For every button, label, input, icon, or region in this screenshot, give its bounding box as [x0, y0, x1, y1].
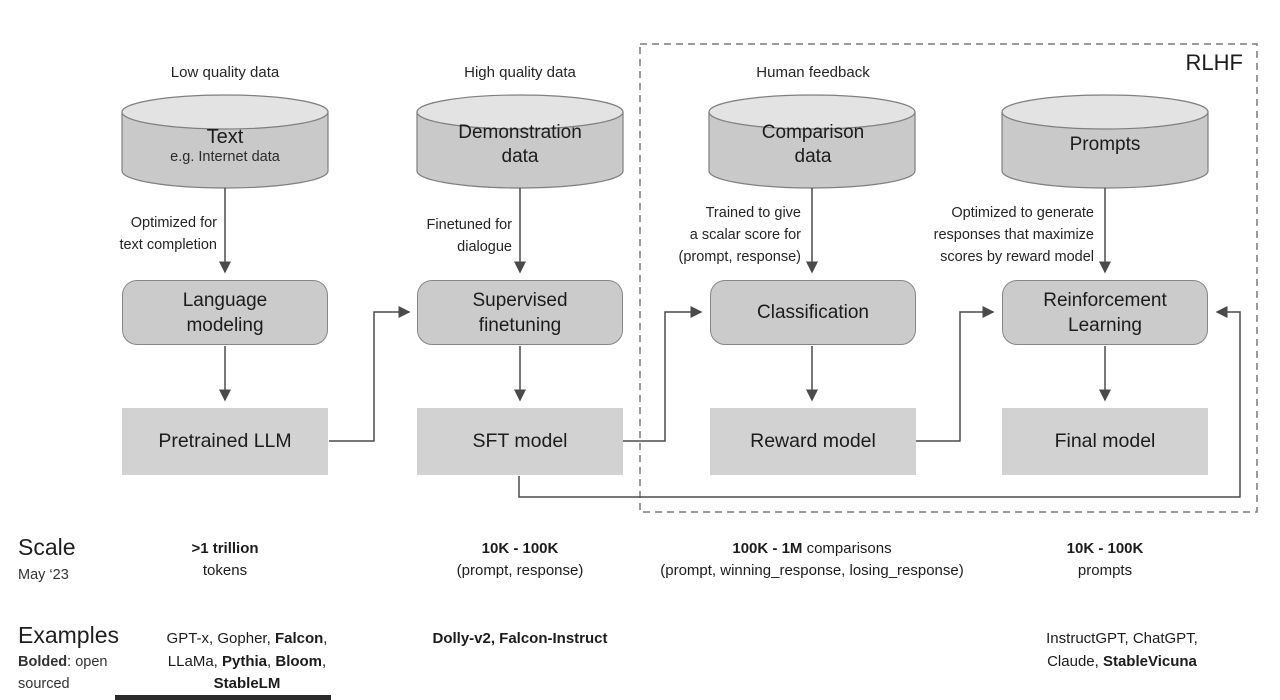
- col3-model-box: Reward model: [710, 408, 916, 475]
- examples-col2-line: Dolly-v2, Falcon-Instruct: [432, 630, 608, 647]
- sft-to-classification-connector: [620, 306, 703, 442]
- col2-cylinder-title: Demonstration data: [458, 122, 582, 167]
- col2-model-box: SFT model: [417, 408, 623, 475]
- scale-row-label: Scale: [18, 534, 76, 560]
- col4-arrow-note: Optimized to generate responses that max…: [933, 205, 1094, 265]
- scale-col2-amount: 10K - 100K: [481, 540, 559, 557]
- examples-col4-line: InstructGPT, ChatGPT,: [1046, 630, 1198, 647]
- col2-process-label: Supervised finetuning: [472, 289, 568, 336]
- examples-col4-line: Claude, StableVicuna: [1047, 652, 1197, 670]
- pretrained-to-sft-connector: [329, 306, 411, 442]
- scale-col1-amount: >1 trillion: [191, 540, 259, 557]
- col4-database-cylinder-icon: [1001, 94, 1209, 189]
- examples-col1-line: LLaMa, Pythia, Bloom,: [167, 652, 327, 670]
- col2-cylinder-label: Demonstration data: [417, 117, 623, 173]
- col1-data-quality-label: Low quality data: [170, 64, 280, 81]
- col1-cylinder-label: Text e.g. Internet data: [122, 117, 328, 173]
- scale-col4-amount: 10K - 100K: [1066, 540, 1144, 557]
- sft-to-rl-bottom-connector: [518, 306, 1241, 498]
- col2-process-box: Supervised finetuning: [417, 280, 623, 345]
- examples-col4: InstructGPT, ChatGPT, Claude, StableVicu…: [1012, 628, 1232, 673]
- examples-row-label: Examples: [18, 622, 119, 648]
- scale-col3-unit: (prompt, winning_response, losing_respon…: [660, 562, 964, 579]
- scale-col4-unit: prompts: [1077, 562, 1133, 579]
- scale-col1-unit: tokens: [202, 562, 248, 579]
- scale-col1: >1 trillion tokens: [122, 538, 328, 582]
- col1-cylinder-subtitle: e.g. Internet data: [170, 149, 280, 165]
- col2-data-quality-label: High quality data: [464, 64, 576, 81]
- rlhf-box-label: RLHF: [1185, 50, 1243, 75]
- col1-model-box: Pretrained LLM: [122, 408, 328, 475]
- col2-arrow-note: Finetuned for dialogue: [426, 217, 512, 255]
- col4-cylinder-title: Prompts: [1069, 134, 1141, 155]
- scale-col3-amount: 100K - 1M comparisons: [732, 540, 892, 557]
- col4-process-box: Reinforcement Learning: [1002, 280, 1208, 345]
- scale-col3: 100K - 1M comparisons (prompt, winning_r…: [627, 538, 997, 582]
- col3-cylinder-title: Comparison data: [761, 122, 865, 167]
- col3-cylinder-label: Comparison data: [710, 117, 916, 173]
- col1-model-label: Pretrained LLM: [158, 430, 292, 452]
- col4-cylinder-label: Prompts: [1002, 117, 1208, 173]
- examples-col1-line: GPT-x, Gopher, Falcon,: [166, 630, 328, 647]
- col3-arrow-note: Trained to give a scalar score for (prom…: [678, 205, 802, 265]
- col3-process-box: Classification: [710, 280, 916, 345]
- reward-to-rl-connector: [913, 306, 995, 442]
- col1-cylinder-title: Text: [206, 126, 244, 148]
- bottom-edge-cutoff-bar: [115, 695, 331, 700]
- scale-col4: 10K - 100K prompts: [1002, 538, 1208, 582]
- col3-data-quality-label: Human feedback: [756, 64, 870, 81]
- scale-col2-unit: (prompt, response): [456, 562, 584, 579]
- stage-connectors: [329, 306, 1241, 498]
- col1-arrow-note: Optimized for text completion: [119, 215, 217, 253]
- col1-process-box: Language modeling: [122, 280, 328, 345]
- col2-database-cylinder-icon: [416, 94, 624, 189]
- process-to-model-arrows: [219, 346, 1111, 402]
- col4-model-label: Final model: [1054, 430, 1156, 452]
- col3-process-label: Classification: [757, 302, 869, 323]
- scale-row-date: May ‘23: [18, 567, 69, 583]
- col3-database-cylinder-icon: [708, 94, 916, 189]
- rlhf-dashed-box: [639, 43, 1258, 513]
- col4-model-box: Final model: [1002, 408, 1208, 475]
- col1-database-cylinder-icon: [121, 94, 329, 189]
- examples-col2: Dolly-v2, Falcon-Instruct: [395, 628, 645, 651]
- examples-col1: GPT-x, Gopher, Falcon, LLaMa, Pythia, Bl…: [137, 628, 357, 696]
- col4-process-label: Reinforcement Learning: [1043, 289, 1167, 336]
- col2-model-label: SFT model: [472, 430, 568, 452]
- data-to-process-arrows: [219, 188, 1111, 274]
- scale-col2: 10K - 100K (prompt, response): [417, 538, 623, 582]
- examples-col1-line: StableLM: [213, 675, 281, 692]
- examples-row-note: Bolded: open sourced: [18, 654, 108, 692]
- col1-process-label: Language modeling: [182, 289, 268, 336]
- col3-model-label: Reward model: [750, 430, 876, 452]
